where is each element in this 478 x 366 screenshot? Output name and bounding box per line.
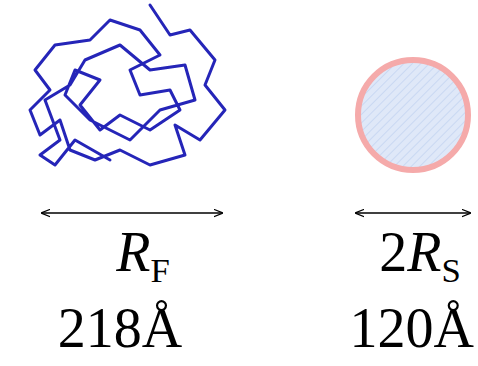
dimension-arrow: [42, 212, 222, 214]
radius-symbol: RF: [116, 224, 170, 280]
radius-symbol: 2RS: [379, 224, 461, 280]
sphere: [358, 60, 468, 170]
dimension-value: 218Å: [58, 300, 182, 356]
dimension-value: 120Å: [350, 300, 474, 356]
polymer-coil: [30, 5, 225, 165]
dimension-arrow: [356, 212, 470, 214]
